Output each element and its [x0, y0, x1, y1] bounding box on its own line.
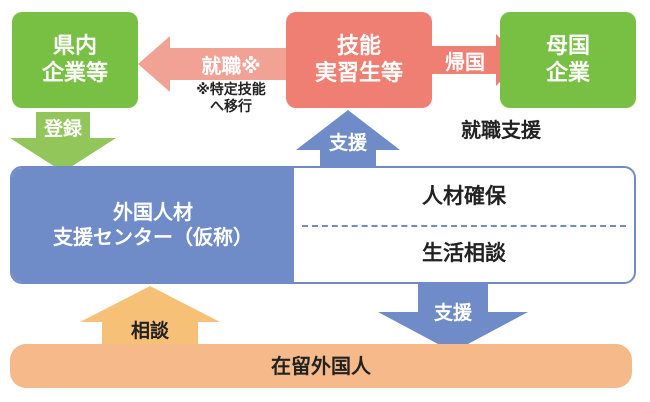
consult-up-label: 相談: [130, 319, 169, 342]
job-support-note: 就職支援: [461, 118, 541, 142]
register-label: 登録: [43, 117, 82, 140]
return-home-arrow: [432, 34, 522, 86]
specified-skill-note: ※特定技能 へ移行: [196, 82, 266, 115]
talent-box: 人材確保: [422, 184, 506, 209]
trainees-box: 技能 実習生等: [286, 12, 432, 108]
divider: [302, 225, 626, 227]
consult-up-arrow: [80, 286, 220, 346]
support-up-label: 支援: [328, 131, 367, 154]
home-companies-box: 母国 企業: [500, 12, 636, 108]
support-down-arrow: [378, 282, 528, 352]
employment-arrow: [138, 36, 286, 92]
consult-box: 生活相談: [422, 241, 506, 266]
residents-bar: 在留外国人: [10, 344, 632, 388]
support-center-box: 外国人材 支援センター（仮称）: [12, 168, 294, 282]
support-up-arrow: [296, 110, 400, 166]
employment-label: 就職※: [201, 53, 261, 78]
register-arrow: [10, 112, 116, 172]
support-center-group: 外国人材 支援センター（仮称） 人材確保 生活相談: [10, 166, 636, 284]
local-companies-box: 県内 企業等: [12, 12, 138, 108]
return-home-label: 帰国: [445, 49, 485, 74]
support-down-label: 支援: [433, 301, 472, 324]
